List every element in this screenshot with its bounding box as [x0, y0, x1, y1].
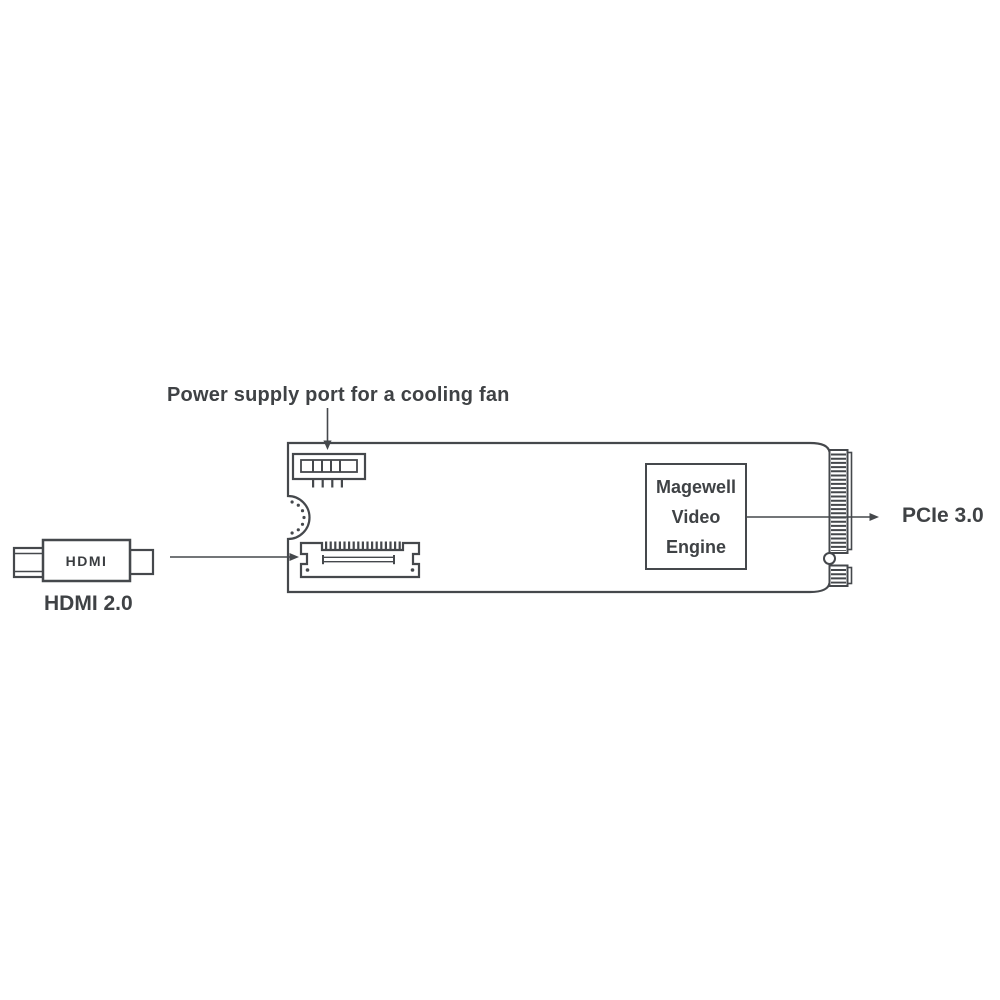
notch-via-dot — [296, 503, 300, 507]
edge-connector-key-notch — [823, 552, 836, 565]
engine-box-line: Engine — [665, 536, 726, 557]
fan-port-arrow-icon — [323, 408, 332, 450]
fan-connector-socket — [300, 459, 358, 473]
notch-via-dot — [300, 509, 305, 513]
hdmi-plug-cable-end — [12, 546, 46, 579]
notch-via-dot — [302, 515, 306, 520]
board-outline — [286, 441, 831, 594]
engine-box-line: Magewell — [655, 476, 737, 497]
fan-port-label: Power supply port for a cooling fan — [167, 384, 510, 406]
fan-power-connector-icon — [291, 452, 367, 488]
notch-via-dot — [290, 500, 294, 504]
notch-via-dot — [290, 531, 294, 535]
m2-edge-connector-icon — [823, 449, 853, 587]
pcie-label: PCIe 3.0 — [902, 504, 984, 527]
mounting-notch-icon — [290, 500, 306, 535]
board-connector-body — [299, 541, 421, 579]
hdmi-plug-body — [41, 538, 132, 583]
hdmi-logo-text: HDMI — [65, 552, 108, 569]
fan-arrow-head — [323, 440, 332, 450]
magewell-video-engine-box: Magewell Video Engine — [645, 463, 747, 570]
hdmi-plug-tip — [128, 548, 155, 576]
engine-box-line: Video — [671, 506, 721, 527]
notch-via-dot — [296, 528, 300, 532]
pcie-arrow-head — [869, 513, 879, 521]
hdmi-version-label: HDMI 2.0 — [44, 592, 133, 615]
hdmi-arrow-head — [289, 553, 299, 561]
pcie-output-arrow-icon — [747, 513, 879, 521]
board-connector-screw-dot — [410, 568, 415, 572]
hdmi-board-connector-icon — [299, 541, 421, 579]
hdmi-input-arrow-icon — [170, 553, 299, 561]
hdmi-plug-icon — [12, 538, 155, 583]
notch-via-dot — [300, 522, 305, 526]
board-connector-screw-dot — [305, 568, 310, 572]
